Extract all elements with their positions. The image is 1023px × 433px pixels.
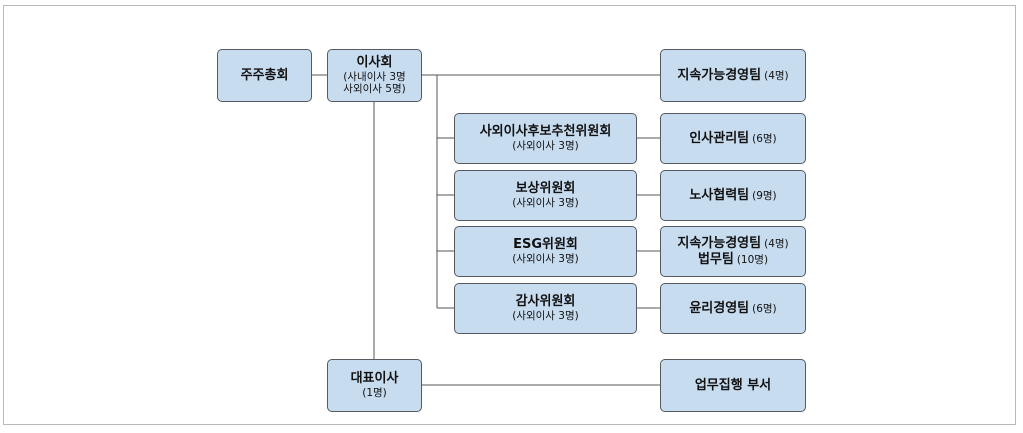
labor-team-box: 노사협력팀 (9명) <box>660 170 806 221</box>
executive-departments-box: 업무집행 부서 <box>660 359 806 412</box>
board-inside-directors: (사내이사 3명 <box>343 70 406 83</box>
esg-committee-box: ESG위원회 (사외이사 3명) <box>454 226 637 277</box>
board-outside-directors: 사외이사 5명) <box>343 83 406 96</box>
hr-team-count: (6명) <box>752 132 777 145</box>
compensation-committee-title: 보상위원회 <box>515 181 576 197</box>
hr-team-title: 인사관리팀 <box>689 130 750 146</box>
board-title: 이사회 <box>356 55 393 71</box>
ethics-team-box: 윤리경영팀 (6명) <box>660 283 806 334</box>
labor-team-count: (9명) <box>752 189 777 202</box>
labor-team-title: 노사협력팀 <box>689 187 750 203</box>
nomination-committee-members: (사외이사 3명) <box>512 140 579 152</box>
sustainability-team-box: 지속가능경영팀 (4명) <box>660 49 806 102</box>
compensation-committee-members: (사외이사 3명) <box>512 197 579 209</box>
nomination-committee-box: 사외이사후보추천위원회 (사외이사 3명) <box>454 113 637 164</box>
esg-committee-members: (사외이사 3명) <box>512 253 579 265</box>
legal-team-count: (10명) <box>736 253 769 266</box>
sustainability-team-count: (4명) <box>764 69 789 82</box>
audit-committee-members: (사외이사 3명) <box>512 310 579 322</box>
esg-sustainability-team-title: 지속가능경영팀 <box>677 235 762 251</box>
audit-committee-box: 감사위원회 (사외이사 3명) <box>454 283 637 334</box>
esg-sustainability-team-count: (4명) <box>764 237 789 250</box>
ethics-team-title: 윤리경영팀 <box>689 300 750 316</box>
nomination-committee-title: 사외이사후보추천위원회 <box>479 124 612 140</box>
audit-committee-title: 감사위원회 <box>515 294 576 310</box>
shareholders-meeting-box: 주주총회 <box>217 49 312 102</box>
shareholders-meeting-title: 주주총회 <box>240 67 289 83</box>
legal-team-title: 법무팀 <box>697 251 734 267</box>
hr-team-box: 인사관리팀 (6명) <box>660 113 806 164</box>
sustainability-team-title: 지속가능경영팀 <box>677 67 762 83</box>
executive-departments-title: 업무집행 부서 <box>694 377 772 393</box>
ethics-team-count: (6명) <box>752 302 777 315</box>
board-of-directors-box: 이사회 (사내이사 3명 사외이사 5명) <box>327 49 422 102</box>
ceo-count: (1명) <box>362 387 387 399</box>
ceo-box: 대표이사 (1명) <box>327 359 422 412</box>
esg-committee-title: ESG위원회 <box>513 237 578 253</box>
esg-teams-box: 지속가능경영팀 (4명) 법무팀 (10명) <box>660 226 806 277</box>
compensation-committee-box: 보상위원회 (사외이사 3명) <box>454 170 637 221</box>
ceo-title: 대표이사 <box>350 371 399 387</box>
